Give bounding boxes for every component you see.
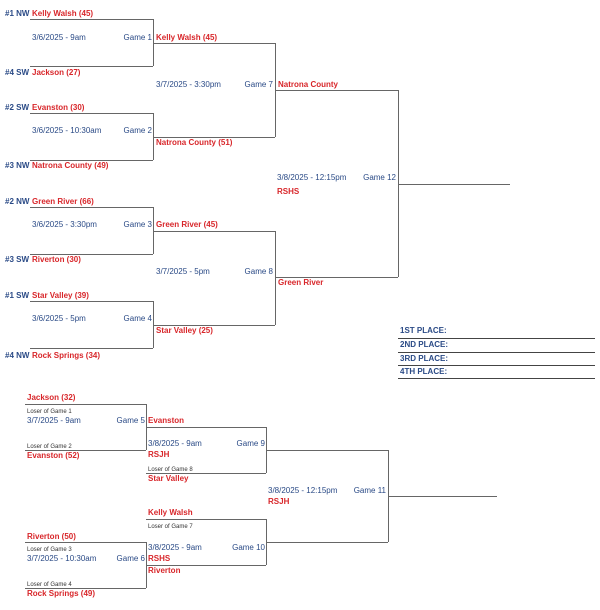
team-name: Natrona County (51)	[156, 138, 233, 147]
game-label: Game 1	[123, 33, 152, 42]
game-label: Game 3	[123, 220, 152, 229]
loser-note: Loser of Game 3	[27, 547, 72, 553]
game-date: 3/7/2025 - 3:30pm	[156, 80, 221, 89]
place-label: 4TH PLACE:	[400, 367, 448, 376]
place-label: 3RD PLACE:	[400, 354, 449, 363]
team-name: Evanston (52)	[27, 451, 80, 460]
game-label: Game 7	[244, 80, 273, 89]
seed-label: #3 NW	[5, 161, 30, 170]
team-name: Jackson (27)	[32, 68, 81, 77]
game-date: 3/7/2025 - 9am	[27, 416, 81, 425]
team-name: Riverton (50)	[27, 532, 76, 541]
game-date: 3/7/2025 - 10:30am	[27, 554, 97, 563]
seed-label: #3 SW	[5, 255, 30, 264]
team-name: Star Valley (25)	[156, 326, 213, 335]
game-label: Game 5	[116, 416, 145, 425]
game-label: Game 9	[236, 439, 265, 448]
game-label: Game 11	[353, 486, 386, 495]
seed-label: #2 SW	[5, 103, 30, 112]
loser-note: Loser of Game 4	[27, 582, 72, 588]
game-date: 3/6/2025 - 3:30pm	[32, 220, 97, 229]
team-name: Evanston (30)	[32, 103, 85, 112]
game-label: Game 6	[116, 554, 145, 563]
game-date: 3/6/2025 - 10:30am	[32, 126, 102, 135]
game-date: 3/6/2025 - 5pm	[32, 314, 86, 323]
team-name: Riverton	[148, 566, 181, 575]
game-site: RSJH	[148, 450, 170, 459]
place-label: 1ST PLACE:	[400, 326, 447, 335]
place-label: 2ND PLACE:	[400, 340, 449, 349]
team-name: Rock Springs (49)	[27, 589, 96, 598]
seed-label: #1 NW	[5, 9, 30, 18]
game-label: Game 10	[232, 543, 265, 552]
team-name: Kelly Walsh	[148, 508, 193, 517]
team-name: Green River (45)	[156, 220, 218, 229]
team-name: Star Valley (39)	[32, 291, 89, 300]
game-label: Game 12	[363, 173, 396, 182]
team-name: Natrona County (49)	[32, 161, 109, 170]
game-label: Game 8	[244, 267, 273, 276]
team-name: Evanston	[148, 416, 185, 425]
game-label: Game 2	[123, 126, 152, 135]
team-name: Kelly Walsh (45)	[156, 33, 218, 42]
seed-label: #4 SW	[5, 68, 30, 77]
loser-note: Loser of Game 7	[148, 524, 193, 530]
seed-label: #4 NW	[5, 351, 30, 360]
loser-note: Loser of Game 1	[27, 409, 72, 415]
seed-label: #2 NW	[5, 197, 30, 206]
game-site: RSHS	[277, 187, 300, 196]
team-name: Green River	[278, 278, 324, 287]
game-label: Game 4	[123, 314, 152, 323]
team-name: Kelly Walsh (45)	[32, 9, 94, 18]
game-site: RSHS	[148, 554, 171, 563]
game-date: 3/8/2025 - 9am	[148, 543, 202, 552]
loser-note: Loser of Game 2	[27, 444, 72, 450]
team-name: Green River (66)	[32, 197, 94, 206]
team-name: Rock Springs (34)	[32, 351, 101, 360]
loser-note: Loser of Game 8	[148, 467, 193, 473]
team-name: Natrona County	[278, 80, 338, 89]
game-date: 3/7/2025 - 5pm	[156, 267, 210, 276]
team-name: Jackson (32)	[27, 393, 76, 402]
game-date: 3/6/2025 - 9am	[32, 33, 86, 42]
team-name: Riverton (30)	[32, 255, 81, 264]
game-date: 3/8/2025 - 12:15pm	[277, 173, 347, 182]
game-site: RSJH	[268, 497, 290, 506]
game-date: 3/8/2025 - 12:15pm	[268, 486, 338, 495]
team-name: Star Valley	[148, 474, 189, 483]
game-date: 3/8/2025 - 9am	[148, 439, 202, 448]
seed-label: #1 SW	[5, 291, 30, 300]
